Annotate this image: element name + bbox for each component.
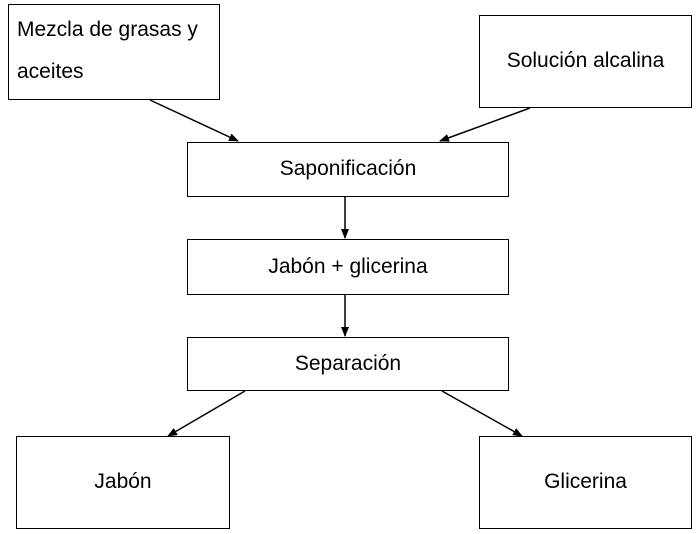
- node-saponification-label: Saponificación: [279, 157, 417, 181]
- node-soap: Jabón: [16, 436, 230, 529]
- node-soap-glycerin: Jabón + glicerina: [187, 239, 509, 295]
- node-soap-glycerin-label: Jabón + glicerina: [268, 254, 428, 278]
- node-glycerin: Glicerina: [479, 436, 692, 529]
- node-alkaline-label: Solución alcalina: [506, 49, 665, 73]
- node-alkaline: Solución alcalina: [479, 15, 692, 108]
- edge-separation-to-soap: [167, 390, 246, 437]
- node-glycerin-label: Glicerina: [544, 470, 627, 494]
- edge-alkaline-to-saponification: [439, 107, 531, 142]
- node-separation-label: Separación: [294, 351, 402, 375]
- node-soap-label: Jabón: [94, 470, 152, 494]
- edge-mixture-to-saponification: [149, 99, 239, 142]
- node-mixture-label: Mezcla de grasas y aceites: [17, 18, 198, 83]
- edge-separation-to-glycerin: [441, 390, 523, 437]
- node-mixture: Mezcla de grasas y aceites: [8, 4, 220, 100]
- node-separation: Separación: [187, 337, 509, 391]
- node-saponification: Saponificación: [187, 142, 509, 197]
